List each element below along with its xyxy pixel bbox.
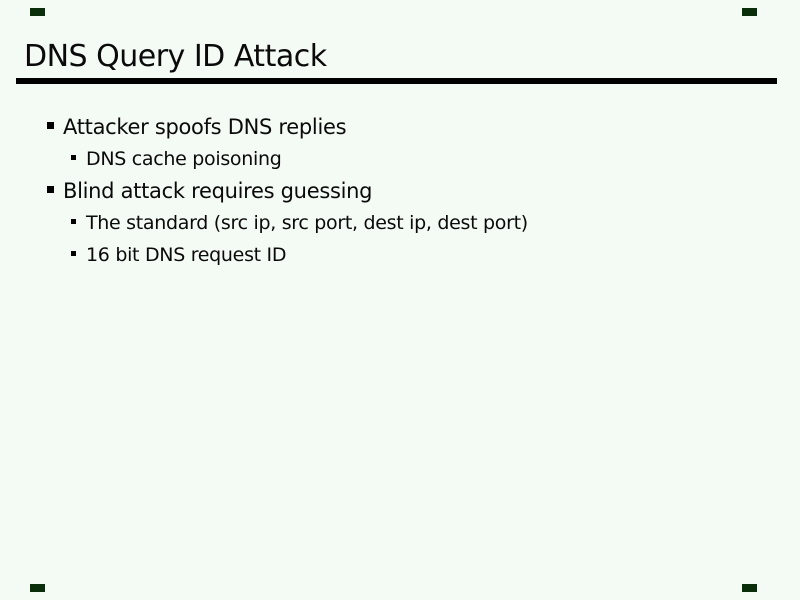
bullet-text: 16 bit DNS request ID bbox=[86, 244, 287, 266]
slide-title: DNS Query ID Attack bbox=[24, 39, 327, 74]
square-bullet-icon bbox=[47, 186, 54, 193]
corner-fiducial-mark bbox=[742, 8, 757, 16]
bullet-line: The standard (src ip, src port, dest ip,… bbox=[0, 208, 800, 240]
square-bullet-icon bbox=[47, 122, 54, 129]
bullet-line: Attacker spoofs DNS replies bbox=[0, 112, 800, 144]
bullet-line: 16 bit DNS request ID bbox=[0, 240, 800, 272]
title-underline-rule bbox=[16, 78, 777, 84]
square-bullet-icon bbox=[71, 219, 76, 224]
square-bullet-icon bbox=[71, 251, 76, 256]
bullet-line: Blind attack requires guessing bbox=[0, 176, 800, 208]
bullet-text: Blind attack requires guessing bbox=[63, 179, 373, 203]
bullet-text: The standard (src ip, src port, dest ip,… bbox=[86, 212, 528, 234]
bullet-line: DNS cache poisoning bbox=[0, 144, 800, 176]
corner-fiducial-mark bbox=[742, 584, 757, 592]
bullet-text: DNS cache poisoning bbox=[86, 148, 282, 170]
corner-fiducial-mark bbox=[30, 8, 45, 16]
bullet-text: Attacker spoofs DNS replies bbox=[63, 115, 347, 139]
square-bullet-icon bbox=[71, 155, 76, 160]
corner-fiducial-mark bbox=[30, 584, 45, 592]
